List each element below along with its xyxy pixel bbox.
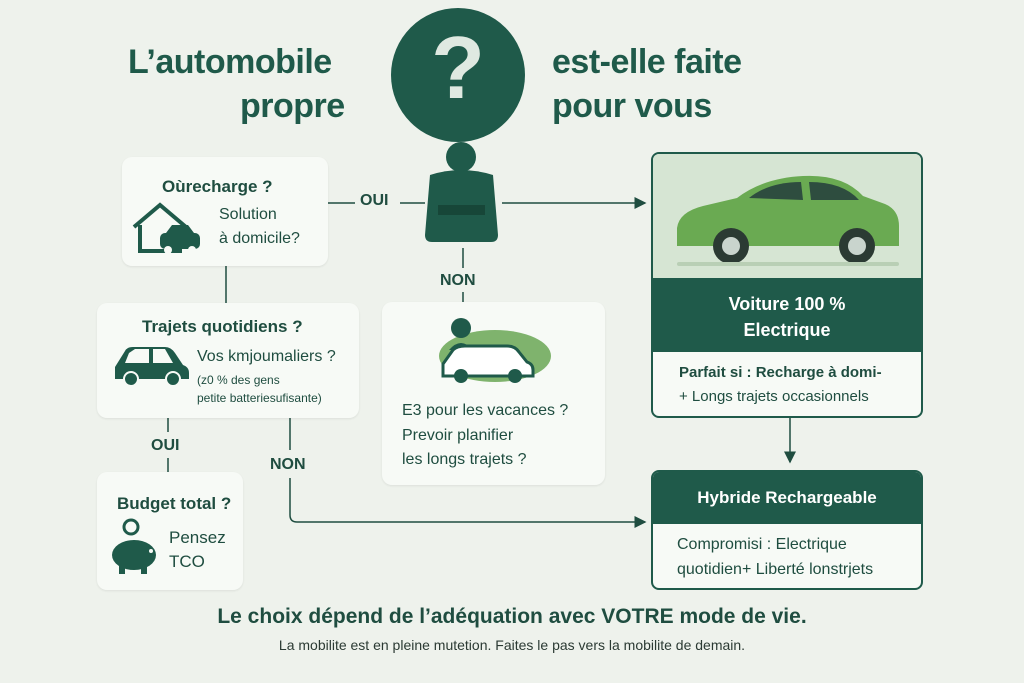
hybrid-box: Hybride Rechargeable Compromisi : Electr…	[651, 470, 923, 590]
budget-line1: Pensez	[169, 528, 226, 547]
vacances-line1: E3 pour les vacances ?	[402, 402, 569, 419]
recharge-title: Oùrecharge ?	[162, 177, 273, 196]
trajets-title: Trajets quotidiens ?	[142, 317, 303, 336]
question-circle-icon	[391, 8, 525, 142]
recharge-box: Oùrecharge ? Solution à domicile?	[122, 157, 328, 266]
electric-image-area	[653, 154, 921, 278]
title-right-line2: pour vous	[552, 87, 712, 125]
driver-car-icon	[439, 318, 551, 383]
vacances-line3: les longs trajets ?	[402, 451, 527, 468]
hybrid-desc-line1: Compromisi : Electrique	[677, 536, 847, 553]
title-left-line2: propre	[240, 87, 345, 125]
footer-main: Le choix dépend de l’adéquation avec VOT…	[217, 605, 807, 628]
footer-sub: La mobilite est en pleine mutetion. Fait…	[278, 637, 746, 653]
hybrid-title: Hybride Rechargeable	[653, 472, 921, 524]
recharge-line1: Solution	[219, 206, 277, 223]
electric-desc-line2: + Longs trajets occasionnels	[679, 388, 869, 405]
non-center-label: NON	[440, 272, 476, 289]
hybrid-desc-line2: quotidien+ Liberté lonstrjets	[677, 561, 874, 578]
vacances-line2: Prevoir planifier	[402, 427, 514, 444]
electric-title-line2: Electrique	[743, 320, 831, 340]
electric-title-line1: Voiture 100 %	[728, 294, 846, 314]
electric-box: Voiture 100 % Electrique Parfait si : Re…	[651, 152, 923, 418]
question-mark: ?	[431, 18, 485, 117]
trajets-line2: (z0 % des gens	[197, 373, 280, 387]
oui-left-label: OUI	[151, 437, 180, 454]
electric-desc-line1: Parfait si : Recharge à domi-	[679, 364, 882, 381]
budget-title: Budget total ?	[117, 494, 232, 513]
recharge-line2: à domicile?	[219, 230, 300, 247]
oui-top-label: OUI	[360, 192, 389, 209]
electric-title-band: Voiture 100 % Electrique	[653, 278, 921, 352]
thinking-person-icon	[425, 142, 498, 242]
trajets-line3: petite batteriesufisante)	[197, 391, 322, 405]
title-left-line1: L’automobile	[128, 43, 332, 81]
car-icon	[115, 347, 189, 387]
title-right-line1: est-elle faite	[552, 43, 742, 81]
budget-line2: TCO	[169, 552, 205, 571]
trajets-box: Trajets quotidiens ? Vos kmjoumaliers ? …	[97, 303, 359, 418]
budget-box: Budget total ? Pensez TCO	[97, 472, 243, 590]
house-car-icon	[132, 202, 200, 254]
electric-car-icon	[677, 175, 899, 266]
piggy-bank-icon	[112, 518, 156, 574]
non-left-label: NON	[270, 456, 306, 473]
vacances-box: E3 pour les vacances ? Prevoir planifier…	[382, 302, 605, 485]
trajets-line1: Vos kmjoumaliers ?	[197, 348, 336, 365]
